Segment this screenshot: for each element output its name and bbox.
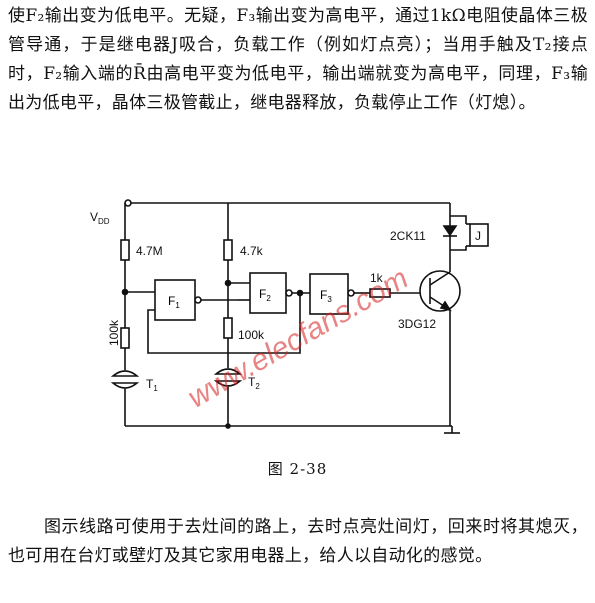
- resistor-100k-mid-label: 100k: [238, 328, 265, 342]
- paragraph-top: 使F₂输出变为低电平。无疑，F₃输出变为高电平，通过1kΩ电阻使晶体三极管导通，…: [8, 6, 588, 113]
- touch-plate-t1-lower: [110, 382, 140, 389]
- gate-f3-label: F3: [320, 288, 332, 304]
- transistor-collector: [429, 271, 451, 286]
- gate-f2: [249, 272, 287, 314]
- wire-feedback: [147, 293, 301, 354]
- resistor-100k-mid: [223, 317, 233, 339]
- touch-plate-t1-upper: [110, 370, 140, 377]
- touch-plate-t2-upper: [213, 368, 243, 375]
- vdd-label: VDD: [90, 210, 110, 226]
- figure-caption: 图 2-38: [267, 460, 328, 478]
- relay-label: J: [475, 229, 481, 243]
- resistor-4-7m: [120, 239, 130, 261]
- watermark: www.elecfans.com: [182, 262, 414, 415]
- resistor-100k-left-label: 100k: [107, 319, 121, 346]
- circuit-diagram: VDD 4.7M 100k T1 F1 4.7k 100k T2 F2 F3 1…: [90, 199, 489, 434]
- relay-j: [469, 223, 489, 247]
- vdd-terminal: [124, 199, 132, 207]
- gate-f2-label: F2: [259, 287, 271, 303]
- wire-relay-low: [450, 246, 467, 251]
- gate-f1-label: F1: [168, 294, 180, 310]
- resistor-1k-label: 1k: [370, 271, 384, 285]
- gate-f1-output: [194, 296, 202, 304]
- transistor-3dg12: [419, 270, 461, 312]
- resistor-4-7k: [223, 239, 233, 261]
- touch-plate-t2-lower: [213, 380, 243, 387]
- paragraph-bottom: 图示线路可使用于去灶间的路上，去时点亮灶间灯，回来时将其熄灭，也可用在台灯或壁灯…: [8, 517, 588, 566]
- resistor-100k-left: [120, 327, 130, 349]
- transistor-label: 3DG12: [398, 317, 436, 331]
- emitter-arrow: [439, 300, 452, 312]
- resistor-4-7m-label: 4.7M: [136, 244, 163, 258]
- diode-label: 2CK11: [390, 229, 426, 243]
- touch-t2-label: T2: [248, 375, 260, 391]
- gate-f2-output: [285, 289, 293, 297]
- diode-2ck11: [442, 225, 458, 237]
- resistor-4-7k-label: 4.7k: [240, 244, 264, 258]
- touch-t1-label: T1: [146, 377, 158, 393]
- gate-f3: [309, 273, 349, 315]
- junction-feedback: [296, 289, 304, 297]
- wire-relay: [450, 215, 467, 224]
